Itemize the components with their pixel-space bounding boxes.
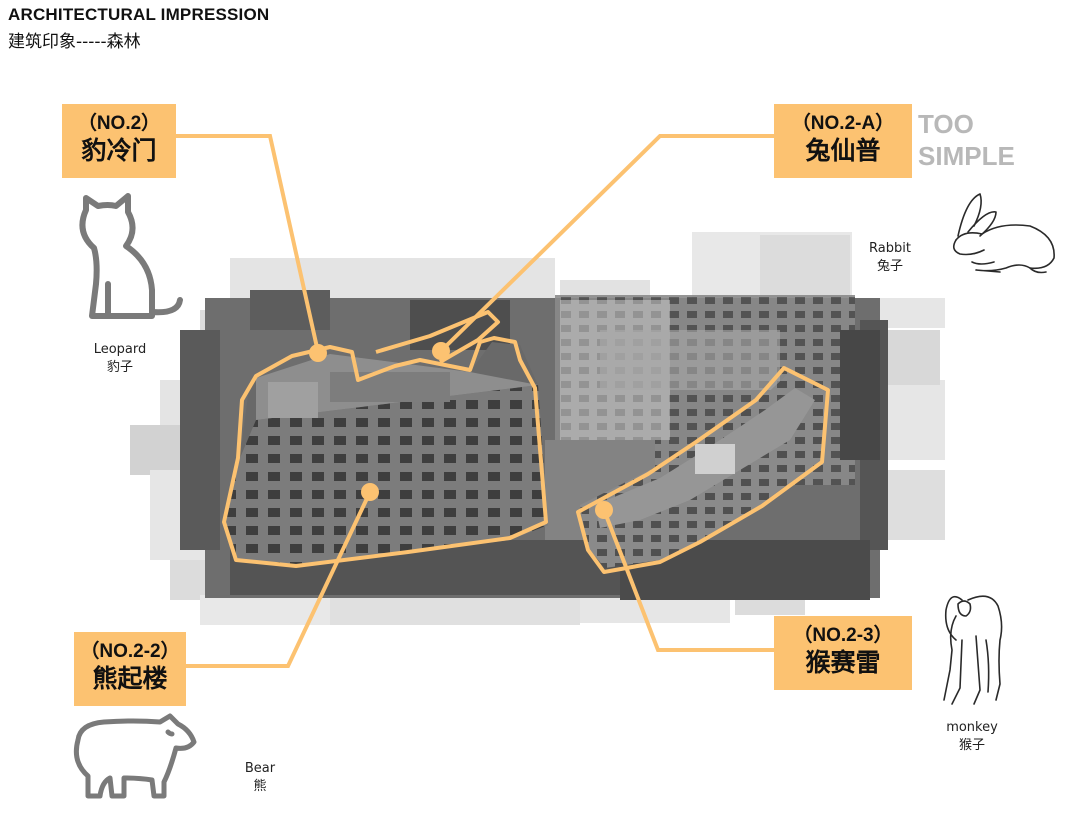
rabbit-icon — [952, 193, 1055, 274]
outline-right-building — [576, 366, 830, 574]
building-code: （NO.2-2） — [80, 641, 180, 662]
building-name: 熊起楼 — [92, 664, 168, 693]
dot-bear — [361, 483, 379, 501]
building-tag-leopard: （NO.2） 豹冷门 — [62, 104, 176, 178]
too-simple-note: TOO SIMPLE — [918, 108, 1015, 172]
page-subtitle: 建筑印象-----森林 — [8, 32, 141, 52]
leader-lines — [176, 134, 774, 668]
leader-dots — [309, 342, 613, 519]
main-building — [226, 342, 548, 565]
building-code: （NO.2-A） — [791, 113, 895, 134]
aside-line-1: TOO — [918, 109, 974, 139]
leader-line-leopard — [176, 134, 320, 353]
animal-name-cn: 兔子 — [876, 259, 903, 274]
bear-icon — [73, 713, 197, 799]
animal-name-cn: 豹子 — [106, 360, 133, 375]
leader-line-bear — [186, 491, 372, 668]
building-tag-bear: （NO.2-2） 熊起楼 — [74, 632, 186, 706]
animal-label-bear: Bear 熊 — [222, 760, 298, 796]
building-name: 猴赛雷 — [805, 648, 881, 677]
dot-leopard — [309, 344, 327, 362]
animal-name-en: Leopard — [93, 342, 147, 357]
building-name: 豹冷门 — [81, 136, 157, 165]
page-title: ARCHITECTURAL IMPRESSION — [8, 5, 270, 24]
leader-line-rabbit — [440, 134, 774, 352]
dot-rabbit — [432, 342, 450, 360]
right-building — [580, 372, 826, 568]
animal-name-en: Bear — [244, 761, 276, 776]
building-code: （NO.2） — [77, 113, 161, 134]
animal-name-cn: 猴子 — [958, 738, 985, 753]
animal-label-rabbit: Rabbit 兔子 — [852, 240, 928, 276]
animal-label-leopard: Leopard 豹子 — [82, 341, 158, 377]
animal-label-monkey: monkey 猴子 — [934, 719, 1010, 755]
building-tag-rabbit: （NO.2-A） 兔仙普 — [774, 104, 912, 178]
building-name: 兔仙普 — [805, 136, 881, 165]
outline-rabbit-section — [375, 310, 500, 364]
animal-name-en: Rabbit — [869, 241, 911, 256]
dot-monkey — [595, 501, 613, 519]
aside-line-2: SIMPLE — [918, 141, 1015, 171]
building-code: （NO.2-3） — [793, 625, 893, 646]
outline-main-building — [222, 336, 548, 568]
building-outlines — [222, 310, 830, 574]
monkey-icon — [943, 595, 1003, 705]
building-tag-monkey: （NO.2-3） 猴赛雷 — [774, 616, 912, 690]
sitting-cat-icon — [79, 193, 183, 319]
leader-line-monkey — [602, 509, 774, 652]
animal-name-cn: 熊 — [253, 779, 267, 794]
header: ARCHITECTURAL IMPRESSION 建筑印象-----森林 — [8, 5, 269, 52]
animal-name-en: monkey — [946, 720, 998, 735]
